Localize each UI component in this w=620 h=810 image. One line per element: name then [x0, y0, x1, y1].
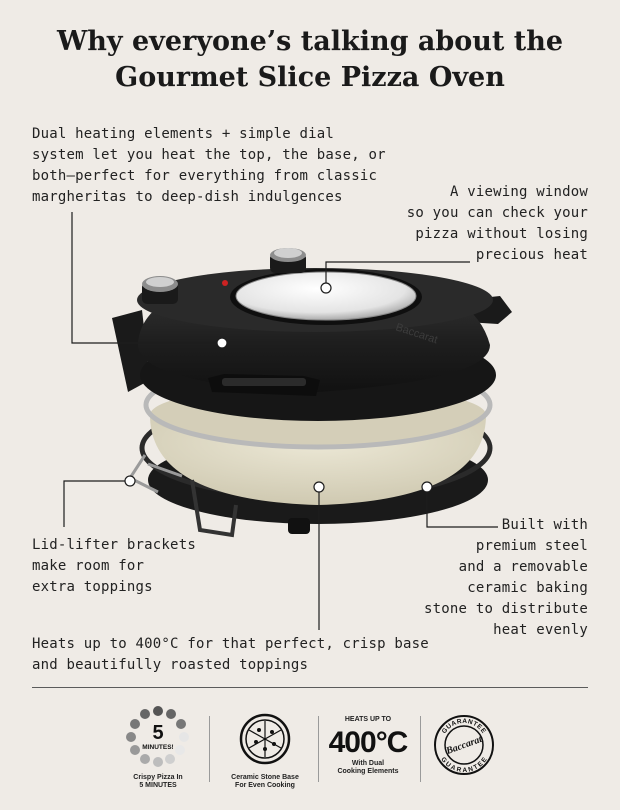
section-divider — [32, 687, 588, 688]
front-wire-handle — [190, 479, 238, 538]
badge-5-minutes: 5 MINUTES! Crispy Pizza In 5 MINUTES — [118, 705, 198, 790]
oven-lid: Baccarat — [137, 268, 496, 421]
badge-ceramic-stone: Ceramic Stone Base For Even Cooking — [220, 713, 310, 790]
badge-400-c: HEATS UP TO 400°C With Dual Cooking Elem… — [322, 716, 414, 776]
title-line-1: Why everyone’s talking about the — [56, 26, 564, 57]
badge-guarantee: GUARANTEE GUARANTEE Baccarat — [432, 714, 496, 781]
dot-steel — [421, 481, 433, 493]
timer-unit: MINUTES! — [142, 744, 173, 751]
side-handle-left — [112, 310, 150, 392]
badge-divider-3 — [420, 716, 421, 782]
guarantee-brand: Baccarat — [444, 734, 485, 758]
dial-left — [142, 276, 178, 304]
viewing-window — [230, 269, 422, 325]
heat-caption: With Dual Cooking Elements — [337, 760, 399, 775]
badge-divider-1 — [209, 716, 210, 782]
callout-heat-temperature: Heats up to 400°C for that perfect, cris… — [32, 636, 429, 673]
lid-lifter-bracket — [127, 454, 183, 494]
ceramic-stone — [150, 385, 486, 505]
dial-right — [270, 248, 306, 273]
heat-unit: °C — [375, 726, 409, 759]
badge-divider-2 — [318, 716, 319, 782]
callout-viewing-window: A viewing window so you can check your p… — [406, 184, 588, 263]
callout-dots — [124, 282, 433, 493]
lid-brand-text: Baccarat — [394, 321, 439, 346]
guarantee-bottom-text: GUARANTEE — [439, 756, 488, 774]
steel-rim — [143, 360, 493, 450]
dot-window — [320, 282, 332, 294]
dot-brackets — [124, 475, 136, 487]
timer-number: 5 — [152, 722, 163, 744]
guarantee-seal-icon: GUARANTEE GUARANTEE Baccarat — [434, 715, 494, 775]
callout-premium-steel: Built with premium steel and a removable… — [424, 517, 588, 638]
callout-lid-lifter: Lid-lifter brackets make room for extra … — [32, 537, 196, 595]
timer-dots-icon: 5 MINUTES! — [126, 706, 189, 767]
title-line-2: Gourmet Slice Pizza Oven — [115, 62, 505, 93]
dot-heating — [216, 337, 228, 349]
leader-brackets — [63, 480, 130, 527]
svg-text:GUARANTEE: GUARANTEE — [439, 756, 489, 774]
timer-caption: Crispy Pizza In 5 MINUTES — [133, 774, 183, 789]
page-title: Why everyone’s talking about the Gourmet… — [0, 24, 620, 96]
stone-caption: Ceramic Stone Base For Even Cooking — [231, 774, 299, 789]
heat-top-label: HEATS UP TO — [344, 716, 392, 723]
steel-ring — [139, 395, 493, 501]
heat-value: 400 — [328, 726, 377, 759]
pizza-stone-icon — [239, 713, 291, 765]
dot-temp — [313, 481, 325, 493]
leader-heating — [71, 212, 222, 344]
side-handle-right — [462, 296, 512, 324]
callout-dual-heating: Dual heating elements + simple dial syst… — [32, 126, 386, 205]
power-indicator-light — [222, 280, 228, 286]
